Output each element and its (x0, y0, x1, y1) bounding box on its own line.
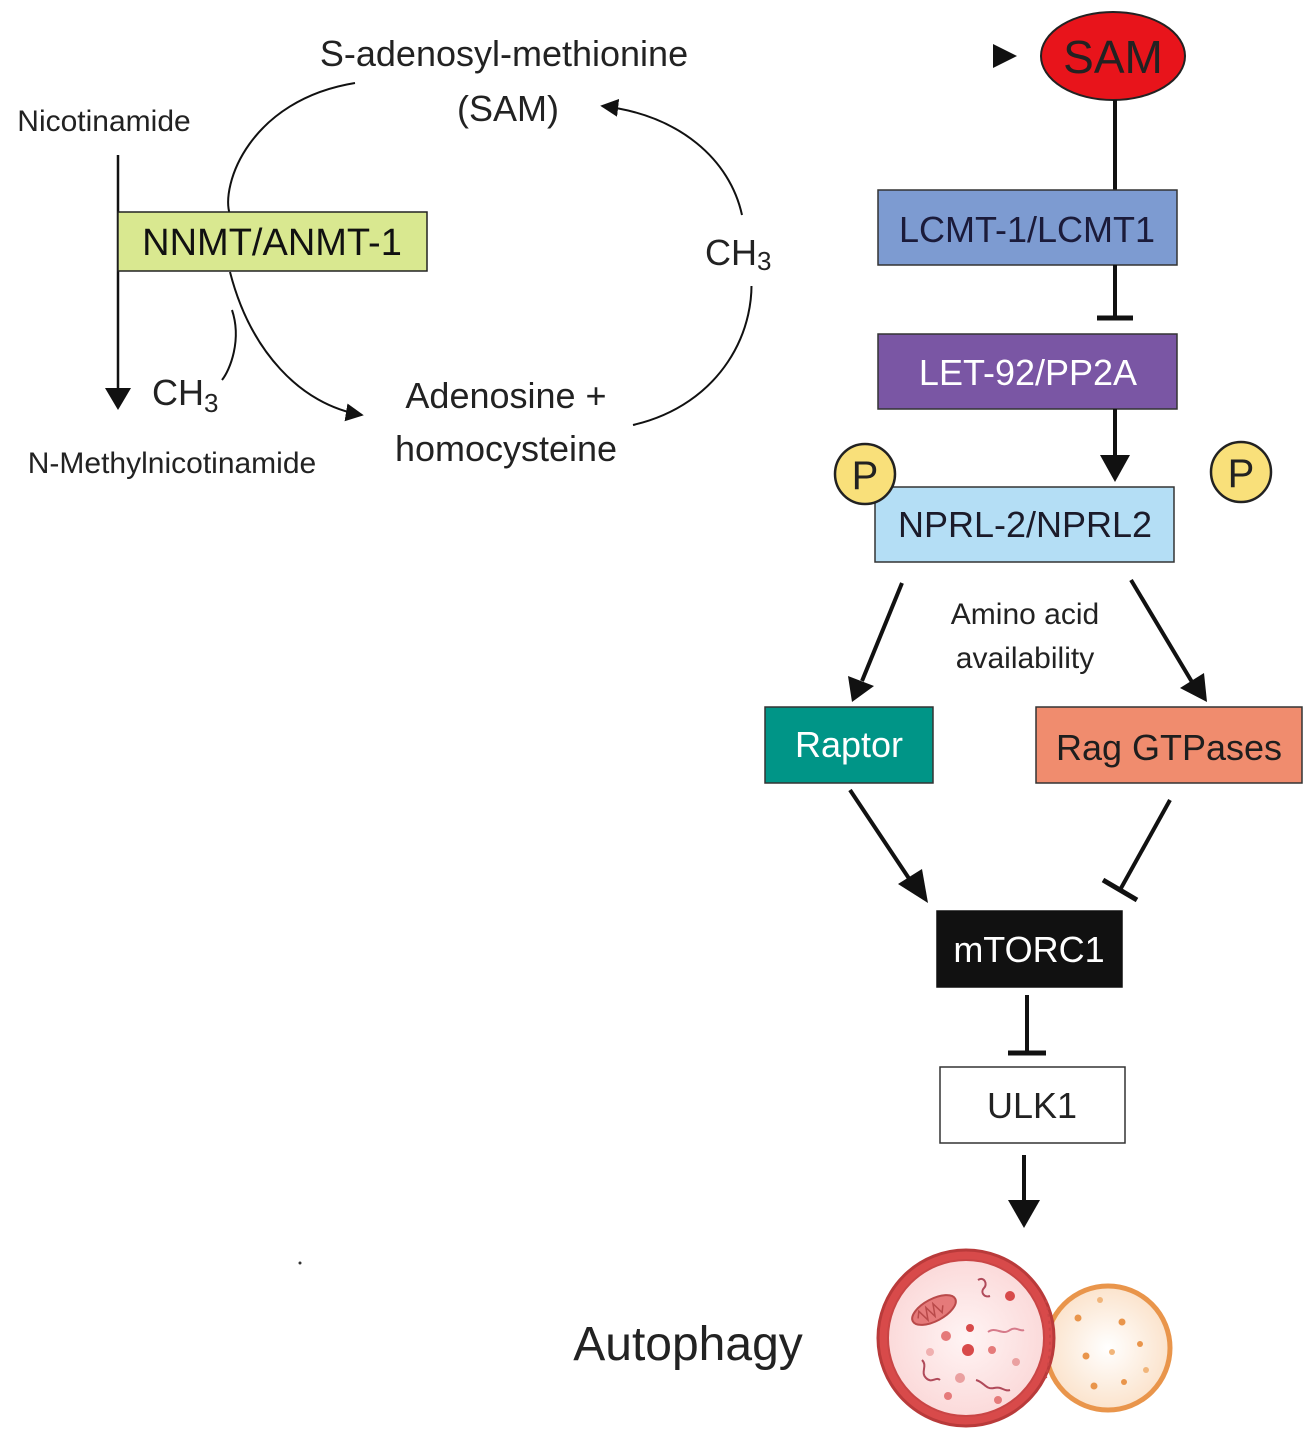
nprl-to-raptor-arrowhead (848, 676, 874, 702)
raptor-to-mtorc1-line (848, 788, 912, 882)
sam-link-arrowhead (993, 44, 1017, 68)
lcmt-label: LCMT-1/LCMT1 (899, 209, 1155, 250)
adenosine-label: Adenosine + (405, 375, 606, 416)
rag-label: Rag GTPases (1056, 727, 1282, 768)
mtorc1-box (936, 910, 1123, 988)
rag-inhibit-bar (1101, 877, 1139, 903)
lysosome-icon (1043, 1283, 1173, 1413)
nprl-to-rag-arrowhead (1180, 673, 1207, 702)
cycle-arc-to-adenosine (229, 271, 364, 422)
speck-dot (298, 1261, 302, 1265)
rag-box (1035, 706, 1303, 784)
mtorc1-label: mTORC1 (953, 929, 1104, 970)
raptor-box (764, 706, 934, 784)
svg-text:CH: CH (152, 372, 204, 413)
nicotinamide-conversion-arrowhead (105, 388, 131, 410)
nnmt-label: NNMT/ANMT-1 (142, 222, 402, 264)
sam-node-label: SAM (1063, 31, 1163, 83)
sam-full-name: S-adenosyl-methionine (320, 33, 688, 74)
nprl-label: NPRL-2/NPRL2 (898, 504, 1152, 545)
nprl-to-raptor-line (860, 582, 904, 682)
homocysteine-label: homocysteine (395, 428, 617, 469)
rag-inhibit-line (1118, 799, 1172, 891)
ulk1-box (939, 1066, 1126, 1144)
nprl-box (874, 486, 1175, 563)
svg-text:3: 3 (204, 388, 218, 418)
cycle-arc-top-left (227, 82, 356, 216)
raptor-to-mtorc1-arrowhead (898, 869, 928, 903)
svg-text:3: 3 (757, 246, 771, 276)
nprl-to-rag-line (1129, 578, 1194, 684)
svg-text:CH: CH (705, 232, 757, 273)
raptor-label: Raptor (795, 724, 903, 765)
methyl-label-right: CH 3 (700, 218, 795, 286)
ulk1-label: ULK1 (987, 1085, 1077, 1126)
svg-text:P: P (852, 454, 879, 498)
nnmt-box (117, 211, 428, 272)
sam-abbrev: (SAM) (457, 88, 559, 129)
phospho-badge-right: P (1209, 440, 1273, 504)
amino-acid-label-line1: Amino acid (951, 598, 1099, 631)
svg-text:P: P (1228, 452, 1255, 496)
phospho-badge-left: P (833, 442, 897, 506)
lcmt-box (877, 189, 1178, 266)
nicotinamide-label: Nicotinamide (17, 105, 190, 138)
amino-acid-label-line2: availability (956, 642, 1094, 675)
cycle-arc-bottom-right (632, 264, 753, 426)
n-methylnicotinamide-label: N-Methylnicotinamide (28, 447, 316, 480)
cycle-arc-to-sam (600, 98, 743, 216)
let92-label: LET-92/PP2A (919, 352, 1137, 393)
methyl-release-curve (221, 309, 237, 381)
ulk1-to-autophagy-arrowhead (1008, 1200, 1040, 1228)
methyl-label-left: CH 3 (152, 372, 218, 418)
let92-box (877, 333, 1178, 410)
autophagy-label: Autophagy (573, 1318, 803, 1371)
autolysosome-illustration (876, 1248, 1173, 1428)
let92-to-nprl-arrowhead (1100, 455, 1130, 482)
